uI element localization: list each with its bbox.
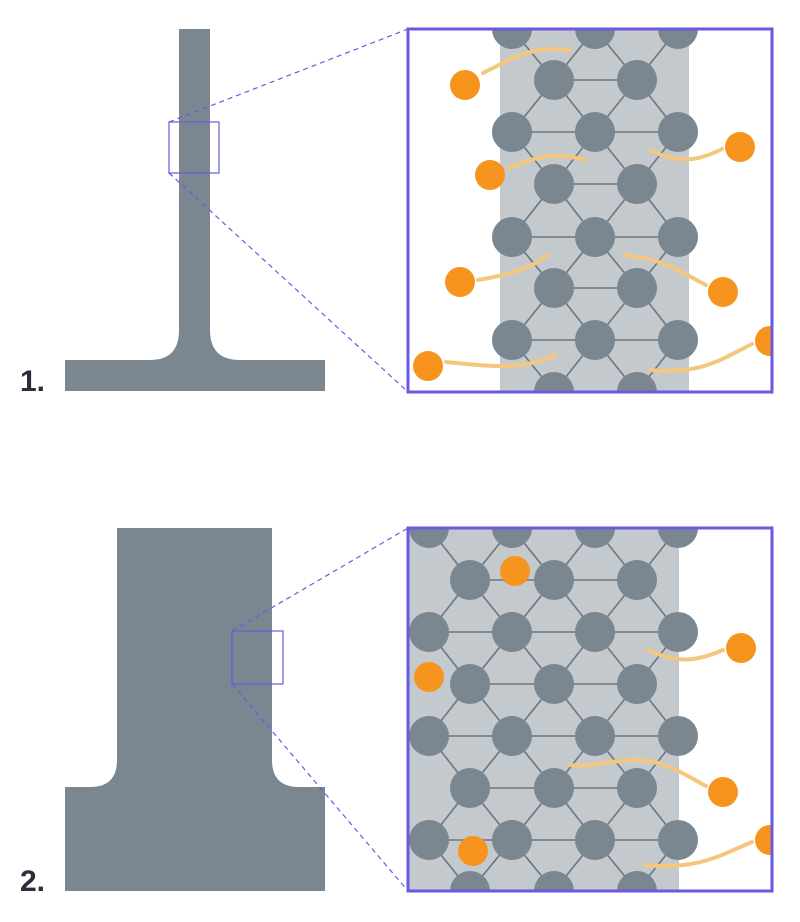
atom-icon <box>409 528 449 548</box>
atom-icon <box>534 372 574 392</box>
atom-icon <box>617 164 657 204</box>
atom-icon <box>534 871 574 891</box>
particle-icon <box>475 160 505 190</box>
particle-trail <box>444 353 557 368</box>
particle-icon <box>726 633 756 663</box>
atom-icon <box>575 820 615 860</box>
atom-icon <box>617 560 657 600</box>
particle-icon <box>445 267 475 297</box>
particle-icon <box>755 326 772 356</box>
zoom-frame <box>406 27 774 394</box>
atom-icon <box>658 612 698 652</box>
particles <box>413 70 772 381</box>
particle-trail <box>646 648 725 662</box>
zoom-content <box>408 528 772 891</box>
atom-icon <box>658 716 698 756</box>
atom-icon <box>450 560 490 600</box>
atom-icon <box>409 612 449 652</box>
selection-box <box>231 630 284 685</box>
atom-icon <box>575 29 615 49</box>
particle-icon <box>708 277 738 307</box>
atom-icon <box>492 320 532 360</box>
particle-icon <box>458 836 488 866</box>
atom-icon <box>575 320 615 360</box>
atom-icon <box>617 664 657 704</box>
particle-icon <box>708 777 738 807</box>
atom-icon <box>450 871 490 891</box>
zoom-line <box>168 172 409 393</box>
particle-trail <box>506 153 587 170</box>
particle-trails <box>444 47 754 373</box>
particle-trail <box>568 757 708 788</box>
lattice <box>409 528 698 891</box>
panel-label: 2. <box>20 865 45 898</box>
particle-trail <box>481 47 572 75</box>
particle-icon <box>413 351 443 381</box>
atom-icon <box>534 768 574 808</box>
particle-icon <box>450 70 480 100</box>
atom-icon <box>617 871 657 891</box>
panel-1: 1. <box>20 27 774 398</box>
atom-icon <box>575 112 615 152</box>
particle-trail <box>648 147 724 162</box>
zoom-line <box>231 527 409 632</box>
atom-icon <box>534 268 574 308</box>
atom-icon <box>409 716 449 756</box>
zoom-line <box>231 683 409 892</box>
zoom-content <box>413 29 772 392</box>
atom-icon <box>534 164 574 204</box>
atom-icon <box>617 372 657 392</box>
atom-icon <box>617 60 657 100</box>
lattice <box>492 29 698 392</box>
particles <box>414 556 772 866</box>
atom-icon <box>658 320 698 360</box>
atom-icon <box>492 29 532 49</box>
zoom-frame <box>406 526 774 893</box>
atom-icon <box>617 268 657 308</box>
t-shape-thin <box>65 29 325 391</box>
atom-icon <box>658 29 698 49</box>
atom-icon <box>658 528 698 548</box>
atom-icon <box>617 768 657 808</box>
atom-icon <box>492 612 532 652</box>
t-shape-thick <box>65 528 325 891</box>
particle-trail <box>623 253 708 287</box>
particle-icon <box>755 825 772 855</box>
panel-label: 1. <box>20 365 45 398</box>
atom-icon <box>450 768 490 808</box>
particle-trail <box>476 253 550 282</box>
atom-icon <box>575 612 615 652</box>
zoom-line <box>168 28 409 123</box>
particle-trail <box>643 840 754 868</box>
atom-icon <box>534 560 574 600</box>
particle-icon <box>500 556 530 586</box>
atom-icon <box>575 217 615 257</box>
atom-icon <box>492 217 532 257</box>
atom-icon <box>492 820 532 860</box>
atom-icon <box>409 820 449 860</box>
atom-icon <box>534 664 574 704</box>
particle-icon <box>414 662 444 692</box>
selection-box <box>168 121 220 174</box>
particle-trail <box>648 342 754 373</box>
atom-icon <box>450 664 490 704</box>
particle-trails <box>568 648 754 868</box>
panel-2: 2. <box>20 526 774 898</box>
atom-icon <box>658 112 698 152</box>
atom-icon <box>492 716 532 756</box>
atom-icon <box>534 60 574 100</box>
atom-icon <box>492 112 532 152</box>
atom-icon <box>575 716 615 756</box>
particle-icon <box>725 132 755 162</box>
atom-icon <box>575 528 615 548</box>
atom-icon <box>492 528 532 548</box>
atom-icon <box>658 217 698 257</box>
atom-icon <box>658 820 698 860</box>
